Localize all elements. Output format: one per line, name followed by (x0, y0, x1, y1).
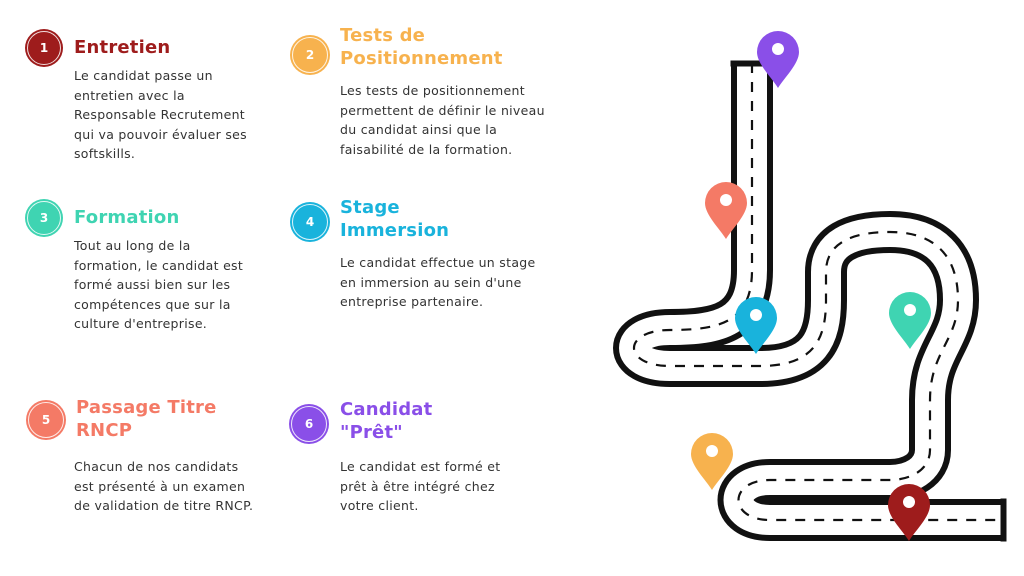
step-2-title: Tests de Positionnement (340, 25, 503, 69)
map-pin-icon (757, 31, 799, 88)
map-pin-icon (888, 484, 930, 541)
step-2-description: Les tests de positionnement permettent d… (340, 83, 545, 157)
road-surface (613, 63, 1006, 541)
step-5-description: Chacun de nos candidats est présenté à u… (74, 459, 254, 513)
step-6-description: Le candidat est formé et prêt à être int… (340, 459, 501, 513)
step-5-number-badge: 5 (26, 400, 66, 440)
step-3-description: Tout au long de la formation, le candida… (74, 238, 244, 331)
step-6-title: Candidat "Prêt" (340, 399, 433, 443)
map-pin-icon (705, 182, 747, 239)
road-pins (691, 31, 931, 541)
step-4-number-badge: 4 (290, 202, 330, 242)
step-3-number-badge: 3 (25, 199, 63, 237)
step-1-title: Entretien (74, 37, 171, 58)
step-6-number-badge: 6 (289, 404, 329, 444)
map-pin-icon (691, 433, 733, 490)
step-1-description: Le candidat passe un entretien avec la R… (74, 68, 247, 161)
road-end-cap (1000, 498, 1007, 542)
step-4-title: Stage Immersion (340, 197, 450, 241)
map-pin-icon (889, 292, 931, 349)
step-2-number-badge: 2 (290, 35, 330, 75)
step-3-title: Formation (74, 207, 180, 228)
step-4-description: Le candidat effectue un stage en immersi… (340, 255, 536, 309)
step-5-title: Passage Titre RNCP (76, 397, 217, 441)
step-1-number-badge: 1 (25, 29, 63, 67)
map-pin-icon (735, 297, 777, 354)
